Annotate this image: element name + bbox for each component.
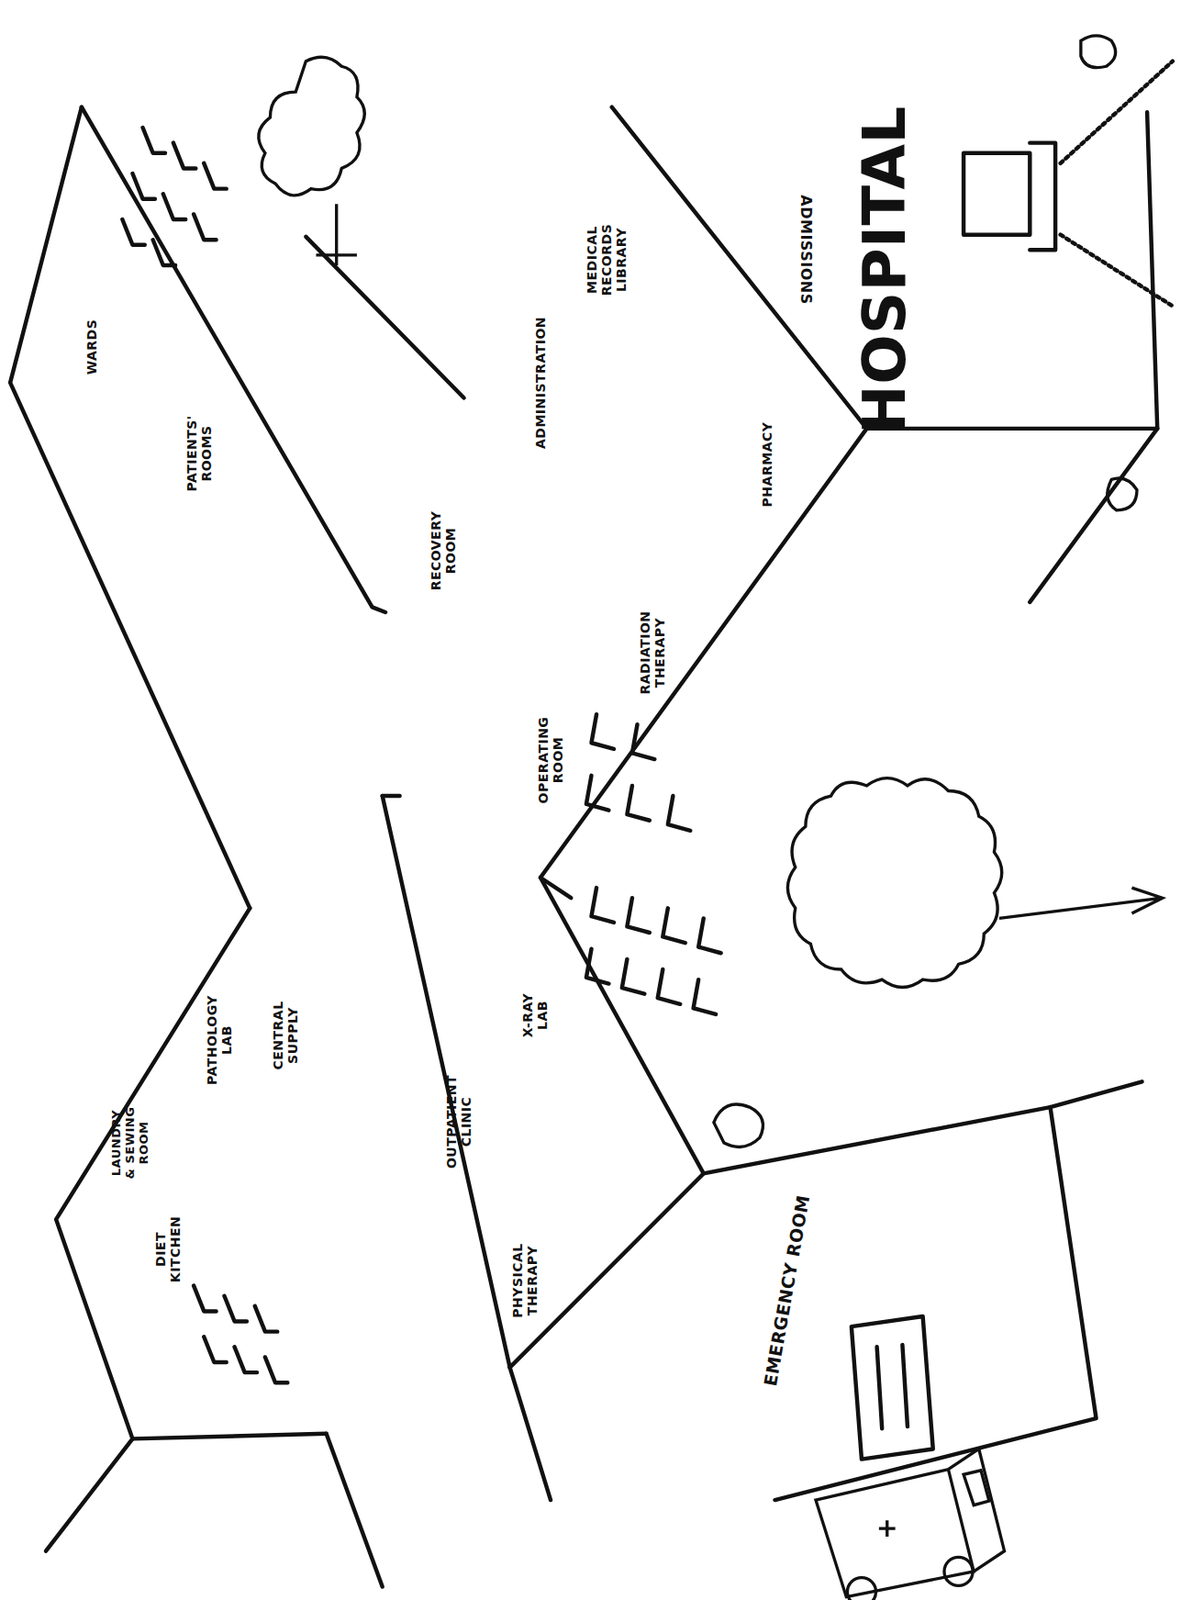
room-label: LAUNDRY & SEWING ROOM — [110, 1102, 152, 1181]
room-label: ADMINISTRATION — [533, 304, 548, 461]
room-label: PHYSICAL THERAPY — [510, 1236, 540, 1324]
room-label: WARDS — [84, 310, 100, 384]
room-label: PHARMACY — [759, 409, 775, 520]
room-label: CENTRAL SUPPLY — [270, 993, 301, 1077]
room-label: PATHOLOGY LAB — [204, 989, 234, 1091]
room-label: ADMISSIONS — [797, 157, 814, 342]
room-label: RECOVERY ROOM — [428, 507, 458, 595]
room-label: RADIATION THERAPY — [637, 604, 668, 702]
building-sign: HOSPITAL — [851, 104, 920, 435]
room-label: MEDICAL RECORDS LIBRARY — [584, 221, 629, 300]
room-label: OPERATING ROOM — [535, 711, 566, 808]
room-label: OUTPATIENT CLINIC — [444, 1070, 474, 1172]
room-label: X-RAY LAB — [520, 987, 550, 1043]
room-label: EMERGENCY ROOM — [758, 1184, 815, 1396]
room-label: DIET KITCHEN — [153, 1212, 183, 1286]
room-label: PATIENTS' ROOMS — [184, 410, 214, 498]
